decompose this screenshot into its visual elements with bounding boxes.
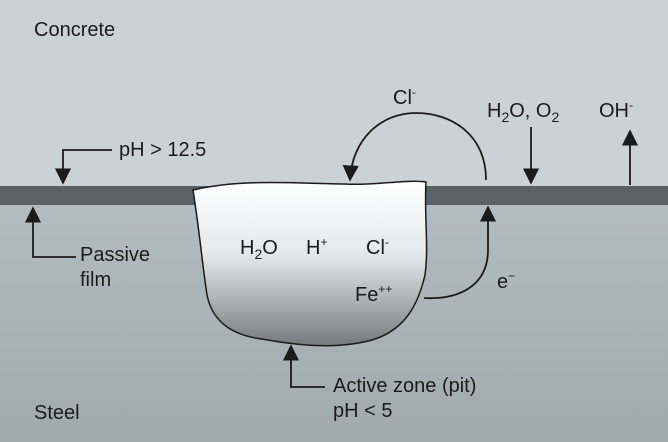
concrete-region	[0, 0, 668, 186]
pit	[192, 180, 428, 347]
active-zone-label-line2: pH < 5	[333, 400, 393, 422]
pit-chloride-label: Cl-	[366, 235, 389, 259]
passive-film-label-line1: Passive	[80, 244, 151, 266]
passive-film-label-line2: film	[80, 269, 112, 291]
steel-label: Steel	[34, 402, 80, 424]
water-oxygen-label: H2O, O2	[487, 100, 560, 125]
ph-high-arrow	[54, 149, 112, 185]
active-zone-label-line1: Active zone (pit)	[333, 375, 477, 397]
chloride-cycle-arrow	[342, 112, 487, 182]
hydroxide-label: OH-	[599, 98, 633, 122]
passive-film-arrow	[24, 206, 76, 258]
active-zone-arrow	[282, 344, 325, 388]
chloride-ion-label: Cl-	[393, 85, 416, 109]
pit-iron-label: Fe++	[355, 282, 393, 306]
electron-path-arrow	[423, 205, 497, 300]
pit-water-label: H2O	[240, 237, 278, 262]
pit-hydrogen-label: H+	[306, 235, 328, 259]
concrete-label: Concrete	[34, 19, 116, 41]
electron-label: e−	[497, 269, 516, 293]
ph-high-label: pH > 12.5	[119, 139, 207, 161]
